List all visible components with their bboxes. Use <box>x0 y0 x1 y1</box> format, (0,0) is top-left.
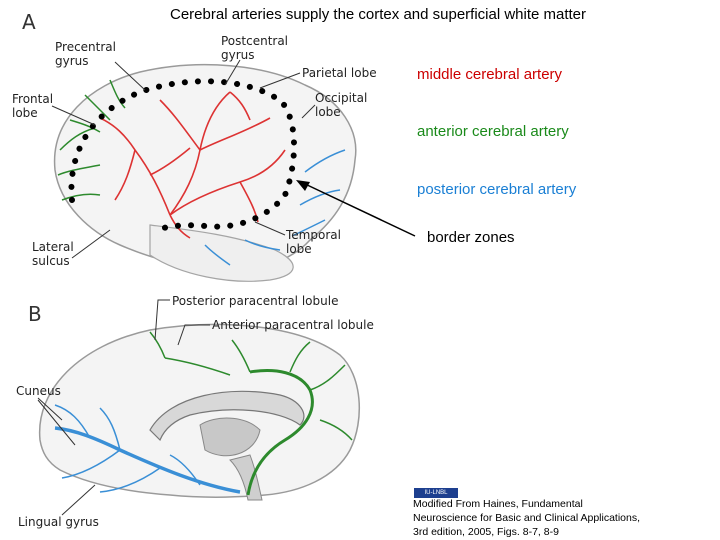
thalamus <box>199 417 261 457</box>
lateral-brain-figure <box>51 59 416 282</box>
medial-brain-figure <box>37 299 360 516</box>
corpus-callosum <box>149 390 305 442</box>
posterior-artery-branches-a <box>204 149 346 266</box>
label-postcentral-gyrus: Postcentral gyrus <box>221 34 289 62</box>
border-zones-arrow <box>296 180 416 237</box>
legend-border-zones: border zones <box>427 229 515 246</box>
legend-middle-cerebral-artery: middle cerebral artery <box>417 66 563 83</box>
lateral-brain-outline <box>53 63 357 271</box>
brainstem <box>229 454 263 501</box>
label-occipital-lobe: Occipital lobe <box>315 91 368 119</box>
border-zone-line <box>68 78 297 233</box>
posterior-artery-branches-b <box>54 404 241 494</box>
label-temporal-lobe: Temporal lobe <box>286 228 341 256</box>
leader-lines-b <box>37 299 210 516</box>
label-anterior-paracentral-lobule: Anterior paracentral lobule <box>212 318 374 332</box>
panel-b-letter: B <box>28 302 42 326</box>
middle-artery-tree <box>99 91 286 239</box>
anterior-artery-branches-a <box>57 79 126 201</box>
legend-posterior-cerebral-artery: posterior cerebral artery <box>417 181 577 198</box>
label-cuneus: Cuneus <box>16 384 61 398</box>
label-lateral-sulcus: Lateral sulcus <box>32 240 74 268</box>
panel-a-letter: A <box>22 10 36 34</box>
label-lingual-gyrus: Lingual gyrus <box>18 515 99 529</box>
temporal-lobe-outline <box>149 224 294 282</box>
slide-title: Cerebral arteries supply the cortex and … <box>170 6 587 23</box>
legend-anterior-cerebral-artery: anterior cerebral artery <box>417 123 569 140</box>
label-frontal-lobe: Frontal lobe <box>12 92 54 120</box>
label-precentral-gyrus: Precentral gyrus <box>55 40 116 68</box>
label-posterior-paracentral-lobule: Posterior paracentral lobule <box>172 294 339 308</box>
publisher-logo: IU-LNBL <box>414 488 458 498</box>
anterior-artery-branches-b <box>149 331 353 496</box>
figure-credit: Modified From Haines, Fundamental Neuros… <box>413 498 641 538</box>
leader-lines-a <box>51 59 316 259</box>
label-parietal-lobe: Parietal lobe <box>302 66 377 80</box>
